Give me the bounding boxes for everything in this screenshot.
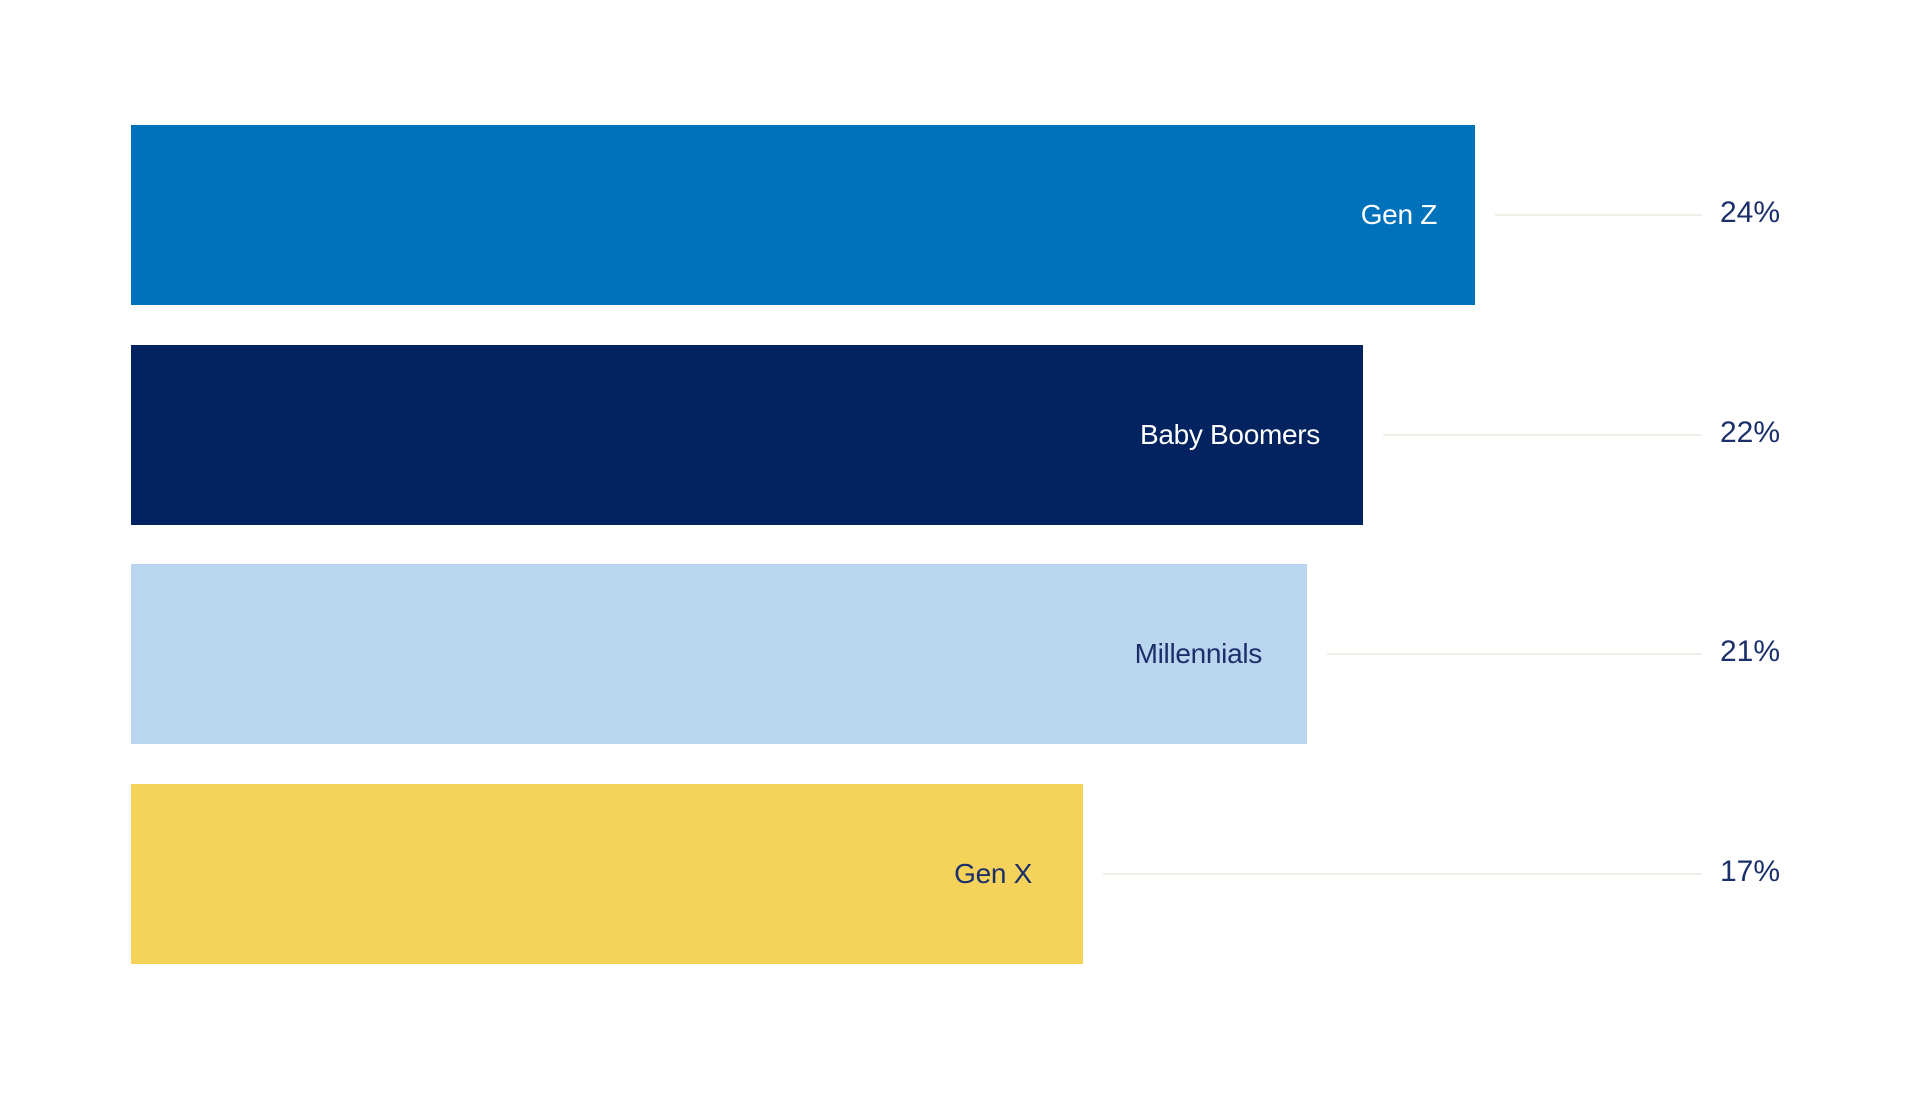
bar-baby-boomers: Baby Boomers bbox=[131, 345, 1363, 525]
bar-label-baby-boomers: Baby Boomers bbox=[1139, 419, 1320, 450]
leader-line-gen-z bbox=[1495, 214, 1702, 216]
value-millennials: 21% bbox=[1720, 635, 1781, 668]
leader-line-millennials bbox=[1327, 653, 1702, 655]
bar-label-gen-x: Gen X bbox=[954, 858, 1032, 889]
bar-gen-x: Gen X bbox=[131, 784, 1083, 964]
bar-gen-z: Gen Z bbox=[131, 125, 1475, 305]
bar-row-baby-boomers: Baby Boomers bbox=[131, 345, 1363, 525]
value-baby-boomers: 22% bbox=[1720, 416, 1781, 449]
value-gen-z: 24% bbox=[1720, 196, 1781, 229]
leader-line-gen-x bbox=[1103, 873, 1702, 875]
bar-row-gen-x: Gen X bbox=[131, 784, 1083, 964]
bar-label-millennials: Millennials bbox=[1134, 638, 1263, 669]
value-gen-x: 17% bbox=[1720, 855, 1781, 888]
bar-row-millennials: Millennials bbox=[131, 564, 1307, 744]
bar-row-gen-z: Gen Z bbox=[131, 125, 1475, 305]
bar-millennials: Millennials bbox=[131, 564, 1307, 744]
bar-label-gen-z: Gen Z bbox=[1360, 199, 1438, 230]
leader-line-baby-boomers bbox=[1383, 434, 1702, 436]
